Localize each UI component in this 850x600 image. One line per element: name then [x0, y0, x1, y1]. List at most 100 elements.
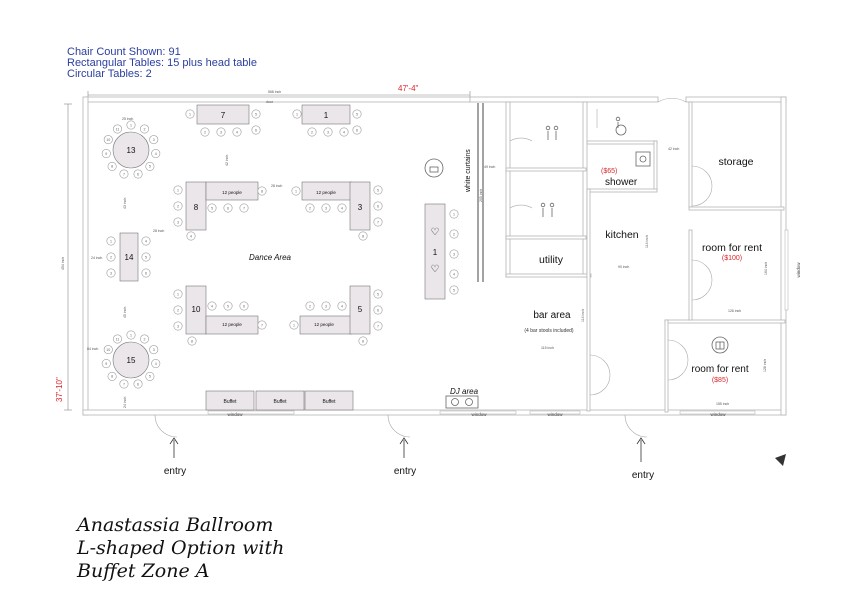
chair-t3-5 [373, 185, 383, 195]
chair-t5-8-number: 8 [362, 339, 364, 343]
chair-t8-5-number: 5 [211, 206, 213, 210]
chair-t15-9-number: 9 [105, 362, 107, 366]
chair-t15-5-number: 5 [149, 375, 151, 379]
chair-t5-2 [305, 301, 315, 311]
chair-t5-3-number: 3 [325, 304, 327, 308]
dim-24-b: 24 inch [123, 397, 127, 408]
chair-t13-10-number: 10 [106, 138, 110, 142]
chair-t14-1 [106, 236, 116, 246]
chair-t15-6-number: 6 [137, 382, 139, 386]
chair-t5-5-number: 5 [377, 292, 379, 296]
chair-t10-5-number: 5 [227, 304, 229, 308]
chair-head-4-number: 4 [453, 272, 455, 276]
chair-t15-1-number: 1 [130, 333, 132, 337]
chair-t7-3 [216, 127, 226, 137]
wall-restrooms-left [505, 101, 511, 278]
chair-t15-7 [119, 379, 129, 389]
chair-t8-3 [173, 217, 183, 227]
dim-128: 128 inch [763, 359, 767, 372]
chair-t15-3 [149, 345, 159, 355]
head-table-label: 1 [433, 248, 438, 257]
chair-t7-2 [200, 127, 210, 137]
chair-t3-1-number: 1 [295, 189, 297, 193]
shower-icon [635, 151, 651, 167]
chair-t7-3-number: 3 [220, 130, 222, 134]
chair-t8-2 [173, 201, 183, 211]
table-8-label: 8 [194, 203, 199, 212]
heart-icon-2: ♡ [431, 264, 440, 275]
wall-rent2-top [664, 319, 786, 324]
chair-t3-5-number: 5 [377, 188, 379, 192]
table-1 [301, 104, 351, 125]
chair-t13-4-number: 4 [155, 152, 157, 156]
chair-t15-8-number: 8 [111, 375, 113, 379]
chair-t13-9-number: 9 [105, 152, 107, 156]
chair-t3-7-number: 7 [377, 220, 379, 224]
restroom-icon-1 [545, 125, 559, 140]
dim-114-kitchen: 114 inch [645, 235, 649, 248]
table-5-capacity: 12 people [314, 322, 334, 327]
chair-t10-4-number: 4 [211, 304, 213, 308]
top-wall-middle [469, 96, 659, 103]
door-note: door [266, 100, 274, 104]
kitchen-label: kitchen [605, 229, 638, 241]
dim-115: 115 inch [541, 346, 554, 350]
chair-t1-1 [292, 109, 302, 119]
north-arrow-icon [775, 454, 786, 466]
chair-t1-6-number: 6 [356, 128, 358, 132]
chair-t1-1-number: 1 [296, 112, 298, 116]
chair-t5-2-number: 2 [309, 304, 311, 308]
height-dimension: 37'-10" [55, 377, 64, 402]
chair-t15-1 [126, 330, 136, 340]
top-wall-right [685, 96, 787, 103]
cake-icon [424, 158, 444, 178]
chair-t3-6 [373, 201, 383, 211]
chair-t3-6-number: 6 [377, 204, 379, 208]
chair-t10-6 [239, 301, 249, 311]
chair-head-4 [449, 269, 459, 279]
dim-49: 49 inch [484, 165, 495, 169]
table-10-leg [185, 285, 207, 335]
storage-label: storage [718, 156, 753, 168]
chair-t10-2-number: 2 [177, 308, 179, 312]
chair-t5-4 [337, 301, 347, 311]
chair-t8-8-number: 8 [261, 189, 263, 193]
chair-t10-5 [223, 301, 233, 311]
chair-t7-4-number: 4 [236, 130, 238, 134]
left-wall [82, 96, 89, 416]
chair-t7-5-number: 5 [255, 112, 257, 116]
chair-head-1-number: 1 [453, 212, 455, 216]
dim-28-a: 28 inch [271, 184, 282, 188]
title-line-2: L-shaped Option with [77, 537, 285, 559]
table-5-leg [349, 285, 371, 335]
chair-t8-5 [207, 203, 217, 213]
rent-room-1-label: room for rent [702, 242, 762, 254]
dim-155: 155 inch [716, 402, 729, 406]
chair-t10-2 [173, 305, 183, 315]
chair-t8-2-number: 2 [177, 204, 179, 208]
chair-t7-1 [185, 109, 195, 119]
chair-t8-1-number: 1 [177, 188, 179, 192]
entry-label-1: entry [164, 466, 186, 477]
wall-rent1-left [688, 229, 693, 321]
chair-t5-4-number: 4 [341, 304, 343, 308]
dim-90: 90 inch [618, 265, 629, 269]
chair-t1-3 [323, 127, 333, 137]
dj-speaker-icon [445, 395, 479, 409]
chair-t5-8 [358, 336, 368, 346]
width-dimension: 47'-4" [398, 84, 419, 93]
chair-t13-7 [119, 169, 129, 179]
chair-t13-10 [103, 135, 113, 145]
buffet-table-2 [255, 390, 305, 411]
wall-rent1-top [688, 206, 785, 211]
circ-tables-label: Circular Tables: 2 [67, 68, 152, 80]
chair-t15-4-number: 4 [155, 362, 157, 366]
buffet-table-3 [304, 390, 354, 411]
chair-t10-7 [257, 320, 267, 330]
wall-storage-left [688, 101, 693, 208]
window-label-3: window [547, 412, 563, 417]
chair-t14-4-number: 4 [145, 239, 147, 243]
table-5-label: 5 [358, 305, 363, 314]
table-3-leg [349, 181, 371, 231]
chair-t7-4 [232, 127, 242, 137]
